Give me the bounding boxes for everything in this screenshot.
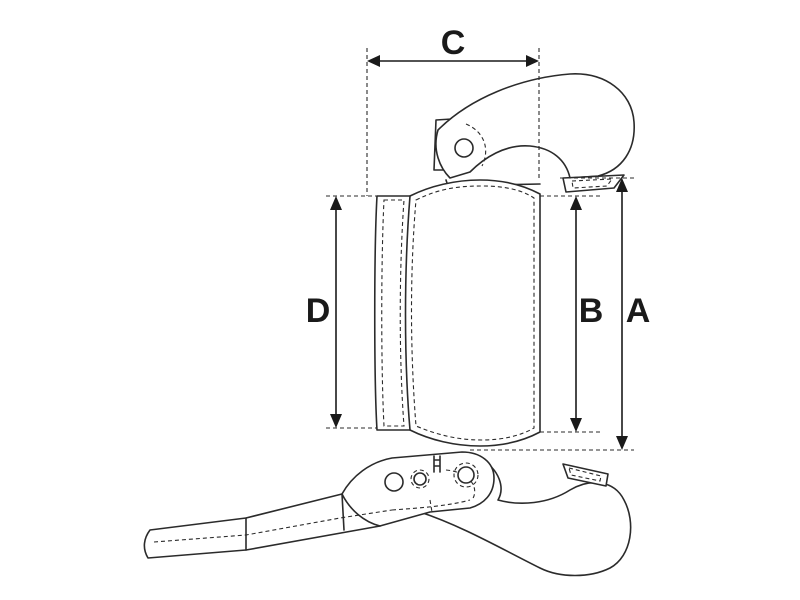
- lever-pivot-hole-middle: [413, 472, 427, 486]
- buckle-barrel: [373, 179, 541, 447]
- dimension-b: B: [570, 196, 603, 432]
- lever-pivot-hole-left: [384, 472, 404, 492]
- dimension-d: D: [306, 196, 342, 428]
- lower-strap-tip: [562, 463, 609, 487]
- upper-hook: [433, 73, 635, 193]
- upper-pivot-hole: [454, 138, 474, 158]
- dimension-label-b: B: [579, 292, 604, 330]
- extension-lines: [326, 48, 634, 451]
- barrel-outline: [373, 179, 541, 447]
- dimension-label-c: C: [441, 24, 466, 62]
- upper-hook-body: [435, 73, 635, 179]
- dimension-label-a: A: [626, 292, 651, 330]
- dimension-a: A: [616, 178, 650, 450]
- dimension-label-d: D: [306, 292, 331, 330]
- lower-lever-assembly: [143, 451, 632, 577]
- lever-pivot-hole-right: [457, 466, 475, 484]
- dimension-c: C: [367, 24, 539, 67]
- lever-arm: [143, 493, 381, 559]
